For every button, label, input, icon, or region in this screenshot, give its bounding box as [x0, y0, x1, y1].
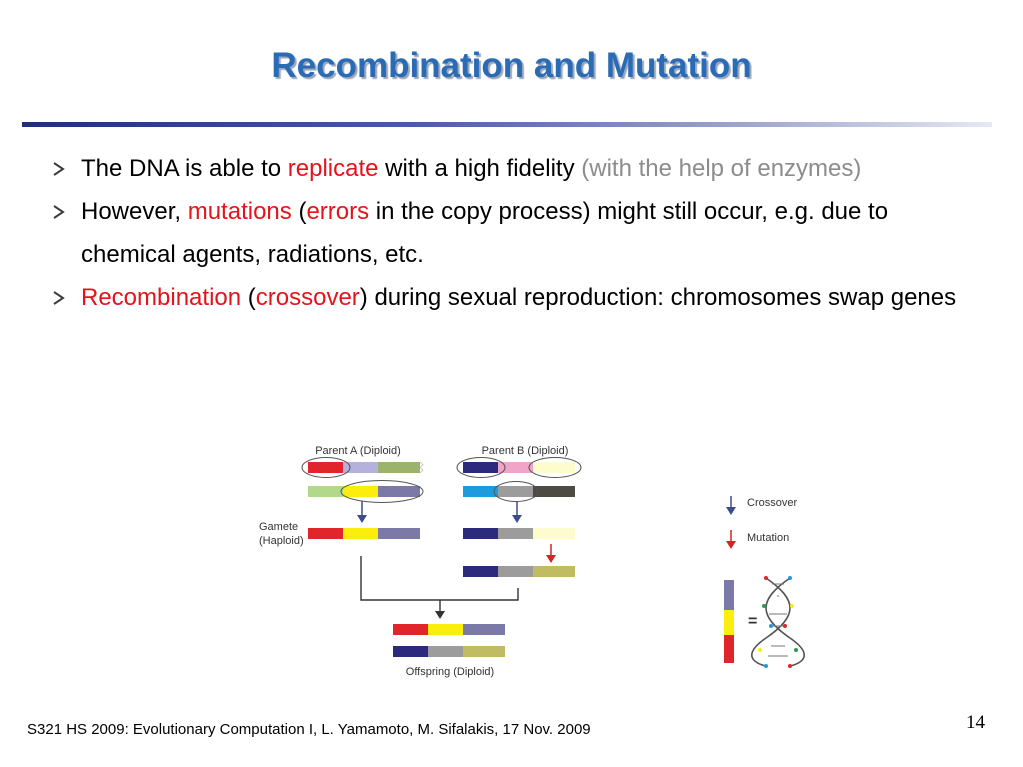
crossover-selection-ring: [493, 481, 539, 502]
footer-citation: S321 HS 2009: Evolutionary Computation I…: [27, 721, 591, 738]
gene-lavender: [343, 462, 378, 473]
merge-arrowhead: [435, 611, 445, 619]
legend-crossover: Crossover: [726, 496, 797, 515]
bullet-text: Recombination (crossover) during sexual …: [81, 284, 957, 311]
arrow-bullet-icon: [50, 147, 72, 190]
offspring-chromosome-1: [393, 624, 505, 635]
gene-slate-purple: [378, 528, 420, 539]
bullet-list: The DNA is able to replicate with a high…: [50, 147, 980, 319]
gene-grey: [498, 528, 533, 539]
bullet-item-replicate: The DNA is able to replicate with a high…: [50, 147, 980, 190]
vertical-chromosome: [724, 580, 734, 663]
gene-slate-purple: [378, 486, 420, 497]
legend-mutation: Mutation: [726, 530, 789, 549]
gene-yellow: [343, 486, 378, 497]
parent-a-label: Parent A (Diploid): [315, 445, 401, 457]
gene-cream: [533, 462, 575, 473]
dna-helix-icon: [751, 576, 805, 668]
gamete-b-chromosome: [463, 528, 575, 539]
parent-a-chromosome-2: [308, 486, 420, 497]
parent-b-chromosome-2: [463, 486, 575, 497]
bullet-item-mutations: However, mutations (errors in the copy p…: [50, 190, 980, 276]
title-divider: [22, 122, 992, 127]
offspring-chromosome-2: [393, 646, 505, 657]
gene-navy: [463, 566, 498, 577]
parent-b-chromosome-1: [463, 462, 575, 473]
mutation-arrow: [546, 544, 556, 563]
gene-sky-blue: [463, 486, 498, 497]
gamete-a-chromosome: [308, 528, 420, 539]
gene-yellow: [428, 624, 463, 635]
crossover-selection-ring: [301, 457, 351, 478]
gene-yellow: [343, 528, 378, 539]
offspring-label: Offspring (Diploid): [406, 666, 494, 678]
equals-sign: =: [748, 613, 757, 630]
gene-red: [308, 528, 343, 539]
parent-b-label: Parent B (Diploid): [482, 445, 569, 457]
gene-navy: [463, 528, 498, 539]
gene-grey: [498, 566, 533, 577]
gene-navy: [393, 646, 428, 657]
gene-dark-grey: [533, 486, 575, 497]
gene-red: [393, 624, 428, 635]
crossover-arrow-b: [512, 501, 522, 523]
gene-cream: [533, 528, 575, 539]
crossover-diagram: Parent A (Diploid) Parent B (Diploid) Ga…: [250, 438, 810, 688]
bullet-item-recombination: Recombination (crossover) during sexual …: [50, 276, 980, 319]
haploid-label: (Haploid): [259, 535, 304, 547]
bullet-text: However, mutations (errors in the copy p…: [81, 198, 889, 268]
bullet-text: The DNA is able to replicate with a high…: [81, 155, 862, 182]
gene-khaki: [533, 566, 575, 577]
merge-connector: [360, 556, 519, 612]
crossover-selection-ring: [528, 457, 582, 478]
gene-olive-green: [378, 462, 420, 473]
legend-crossover-label: Crossover: [747, 497, 797, 509]
page-number: 14: [966, 712, 985, 733]
gene-grey: [498, 486, 533, 497]
mutated-gamete-b-chromosome: [463, 566, 575, 577]
gamete-label: Gamete: [259, 521, 298, 533]
crossover-arrow-a: [357, 501, 367, 523]
parent-a-chromosome-1: [308, 461, 424, 474]
arrow-bullet-icon: [50, 276, 72, 319]
gene-navy: [463, 462, 498, 473]
gene-light-green: [308, 486, 343, 497]
gene-slate-purple: [463, 624, 505, 635]
arrow-bullet-icon: [50, 190, 72, 233]
legend-mutation-label: Mutation: [747, 532, 789, 544]
crossover-diagram-svg: Parent A (Diploid) Parent B (Diploid) Ga…: [259, 445, 805, 678]
crossover-selection-ring: [340, 480, 424, 503]
gene-pink: [498, 462, 533, 473]
slide-title: Recombination and Mutation: [271, 46, 752, 85]
gene-khaki: [463, 646, 505, 657]
crossover-selection-ring: [456, 457, 506, 478]
gene-red: [308, 462, 343, 473]
gene-grey: [428, 646, 463, 657]
